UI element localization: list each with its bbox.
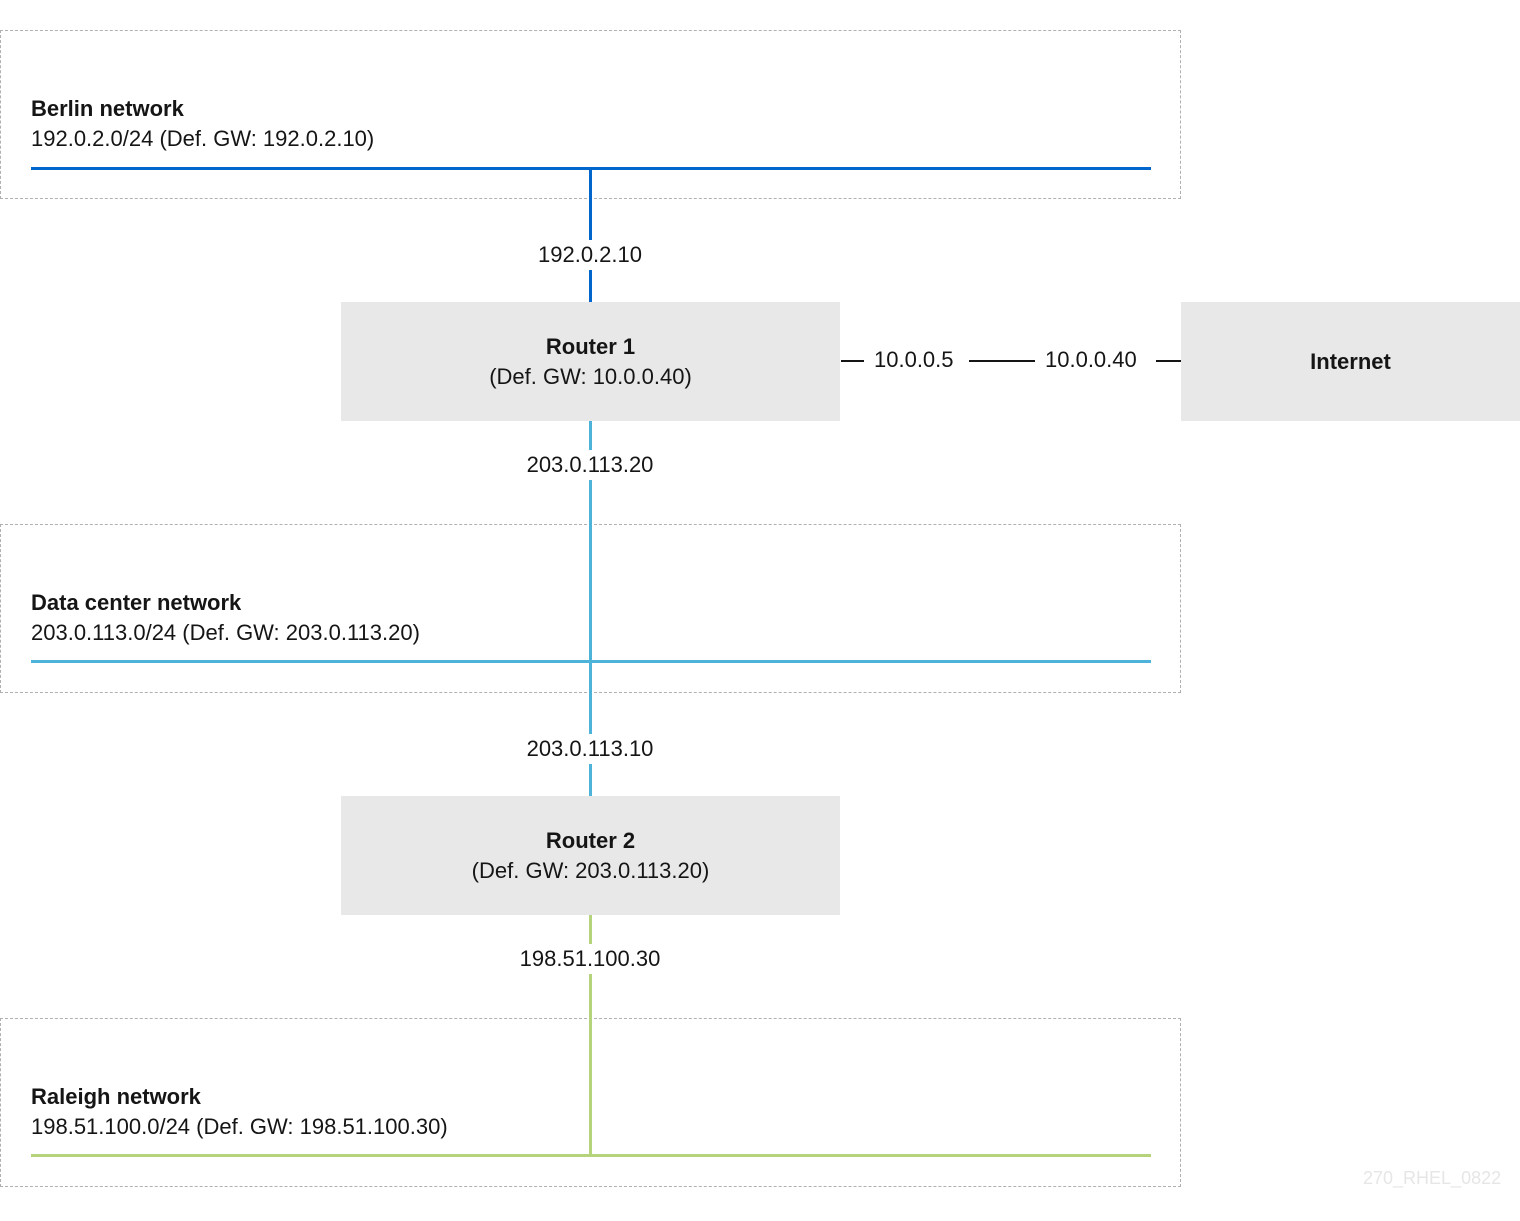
raleigh-network-subnet: 198.51.100.0/24 (Def. GW: 198.51.100.30) [31, 1114, 448, 1139]
router-1: Router 1 (Def. GW: 10.0.0.40) [341, 302, 840, 421]
link-router2-raleigh [589, 914, 592, 1156]
figure-id-watermark: 270_RHEL_0822 [1363, 1168, 1502, 1188]
router-1-name: Router 1 [545, 333, 636, 359]
datacenter-network-name: Data center network [31, 590, 242, 615]
ip-router1-uplink: 10.0.0.5 [874, 347, 954, 372]
berlin-network-name: Berlin network [31, 96, 184, 121]
link-datacenter-router2 [589, 661, 592, 796]
ip-router1-datacenter: 203.0.113.20 [520, 450, 660, 480]
berlin-network-subnet: 192.0.2.0/24 (Def. GW: 192.0.2.10) [31, 126, 375, 151]
datacenter-network-subnet: 203.0.113.0/24 (Def. GW: 203.0.113.20) [31, 620, 420, 645]
ip-internet-side: 10.0.0.40 [1045, 347, 1137, 372]
internet-label: Internet [1310, 348, 1391, 374]
router-2-name: Router 2 [545, 827, 636, 853]
router-2: Router 2 (Def. GW: 203.0.113.20) [341, 796, 840, 915]
link-router1-datacenter [589, 420, 592, 662]
uplink-segment-2 [969, 360, 1035, 362]
ip-router1-berlin: 192.0.2.10 [532, 240, 648, 270]
uplink-segment-1 [841, 360, 864, 362]
router-2-gateway: (Def. GW: 203.0.113.20) [471, 857, 710, 883]
router-1-gateway: (Def. GW: 10.0.0.40) [489, 363, 692, 389]
ip-router2-raleigh: 198.51.100.30 [513, 944, 667, 974]
uplink-segment-3 [1156, 360, 1181, 362]
raleigh-network-name: Raleigh network [31, 1084, 201, 1109]
ip-router2-datacenter: 203.0.113.10 [520, 734, 660, 764]
internet-box: Internet [1181, 302, 1520, 421]
link-berlin-router1 [589, 168, 592, 302]
